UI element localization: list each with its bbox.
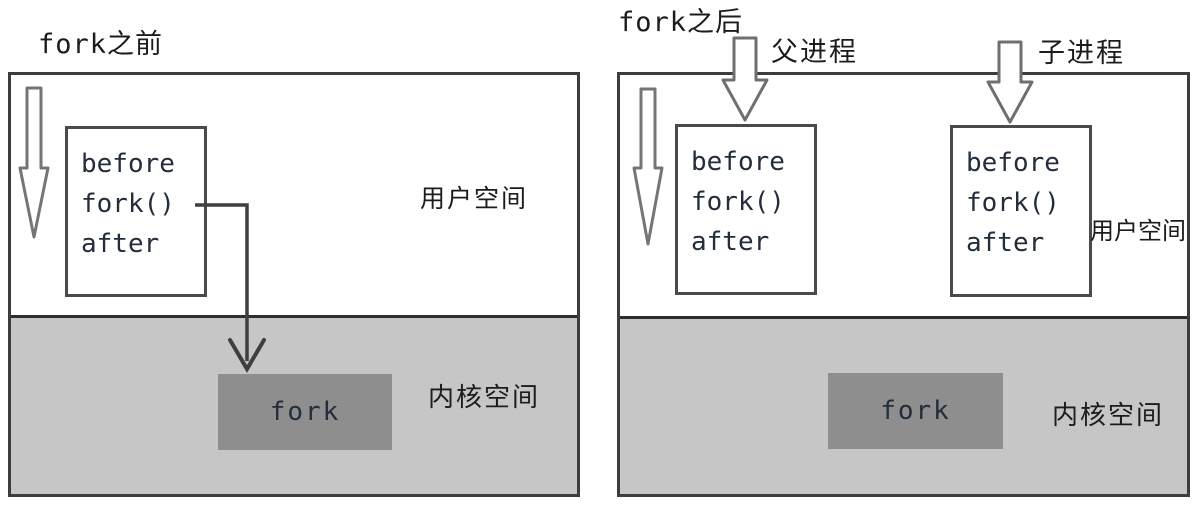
parent-code-box: before fork() after [675,124,817,295]
right-user-space-label: 用户空间 [1090,217,1186,245]
code-line-after: after [966,228,1045,258]
left-kernel-space-label: 内核空间 [428,383,541,413]
left-code-box: before fork() after [65,126,207,297]
child-code-box: before fork() after [950,125,1092,297]
fork-call-arrow-icon [195,203,266,373]
right-kernel-space-label: 内核空间 [1052,401,1165,431]
left-fork-label: fork [269,397,341,427]
parent-process-label: 父进程 [771,37,858,68]
code-line-after: after [691,227,770,257]
right-kernel-fork-box: fork [828,373,1003,449]
execution-flow-down-arrow-icon [632,87,664,246]
child-process-down-arrow-icon [986,40,1034,124]
code-line-fork: fork() [966,188,1060,218]
child-process-label: 子进程 [1038,38,1125,69]
code-line-before: before [691,147,785,177]
execution-flow-down-arrow-icon [18,86,50,239]
left-panel-title: fork之前 [38,29,164,60]
code-line-before: before [81,149,175,179]
code-line-before: before [966,148,1060,178]
parent-process-down-arrow-icon [721,36,769,122]
code-line-fork: fork() [81,189,175,219]
right-fork-label: fork [880,396,951,426]
code-line-fork: fork() [691,187,785,217]
left-user-space-label: 用户空间 [420,184,529,213]
code-line-after: after [81,229,160,259]
left-kernel-fork-box: fork [218,374,392,450]
right-panel-title: fork之后 [618,7,744,38]
